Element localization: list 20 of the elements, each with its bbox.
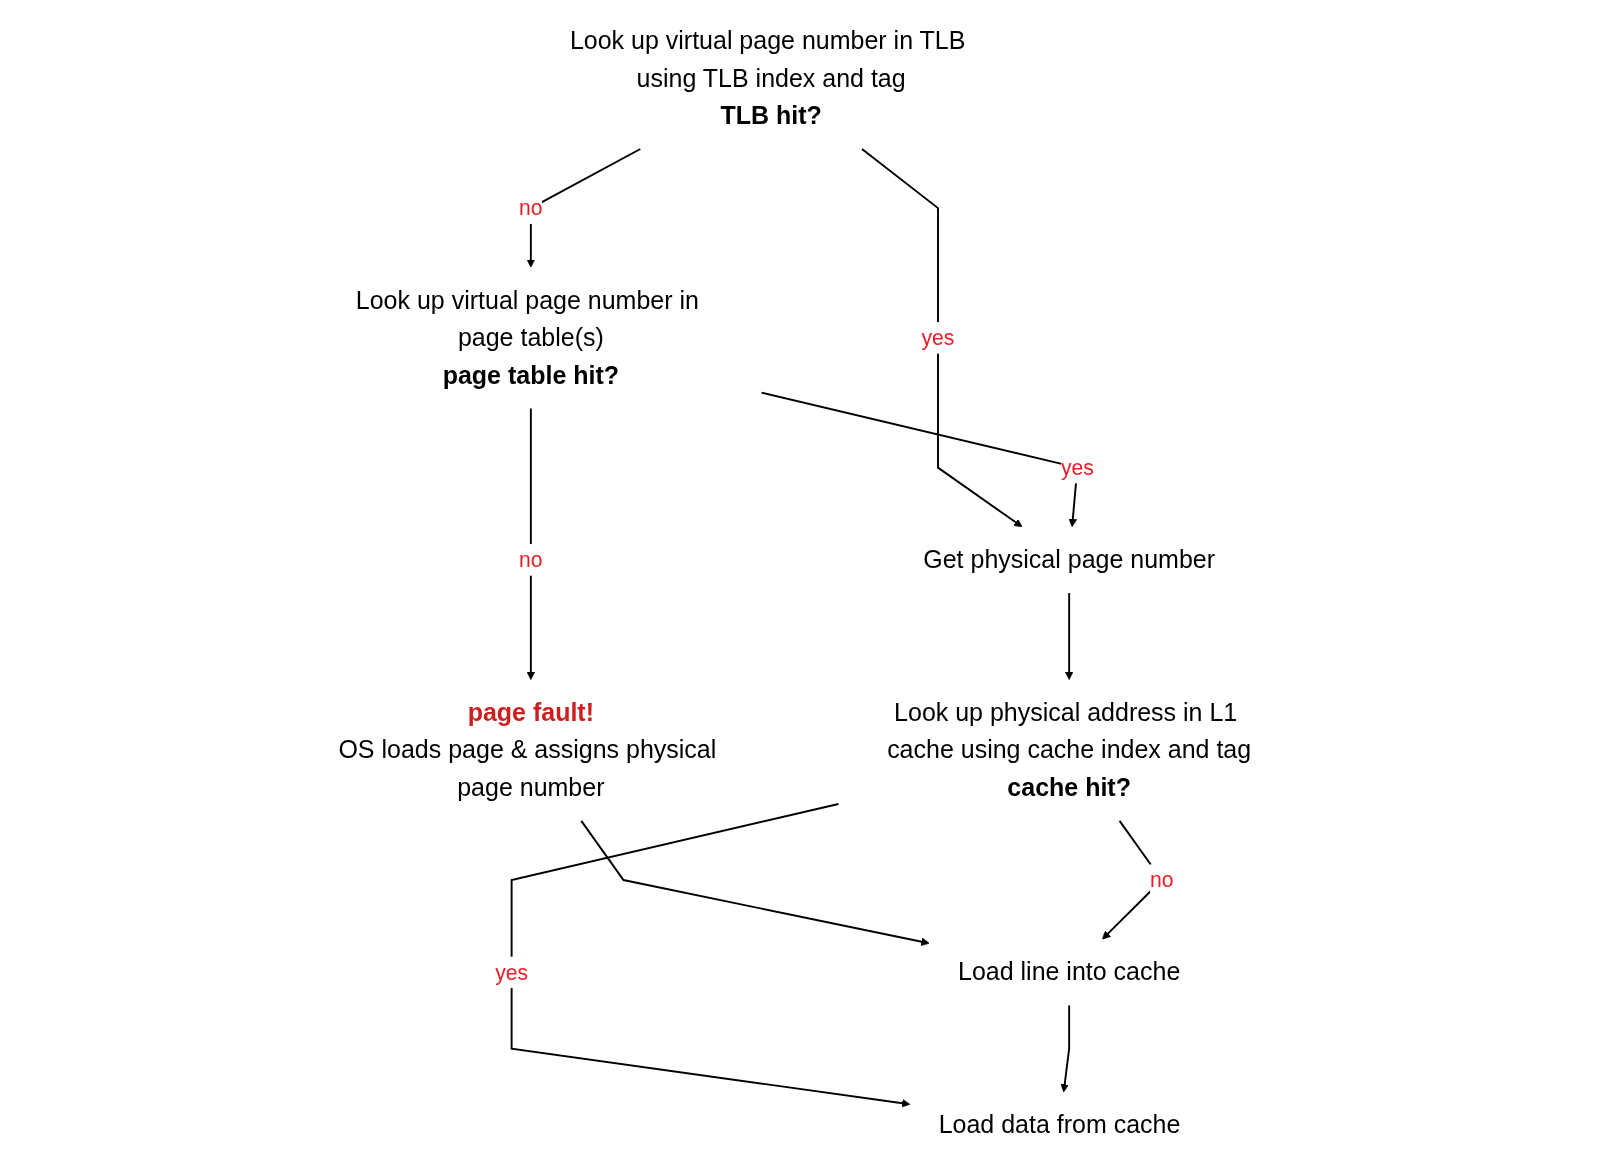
- node-text: Look up virtual page number in page table(s) page table hit?: [355, 285, 699, 390]
- node-text: Load line into cache: [957, 957, 1181, 987]
- node-text: Look up virtual page number in TLB using TLB index and tag TLB hit?: [569, 25, 966, 130]
- node-text: Load data from cache: [938, 1110, 1181, 1140]
- node-text: Look up physical address in L1 cache using cache index and tag cache hit?: [887, 697, 1252, 802]
- node-text: page fault! OS loads page & assigns physical page number: [338, 697, 717, 802]
- arrow: [510, 803, 911, 1108]
- node-text: Get physical page number: [923, 545, 1216, 574]
- arrow: [861, 148, 1023, 528]
- arrow: [580, 819, 930, 946]
- edge-label: no: [519, 196, 543, 221]
- arrow: [1060, 1004, 1071, 1093]
- edge-label: yes: [921, 325, 955, 350]
- arrow: [760, 391, 1079, 528]
- arrow: [526, 407, 536, 680]
- edge-label: yes: [495, 960, 529, 985]
- edge-label: no: [1150, 868, 1174, 893]
- edge-label: yes: [1060, 455, 1094, 480]
- edge-label: no: [519, 547, 543, 572]
- arrow: [1064, 592, 1074, 680]
